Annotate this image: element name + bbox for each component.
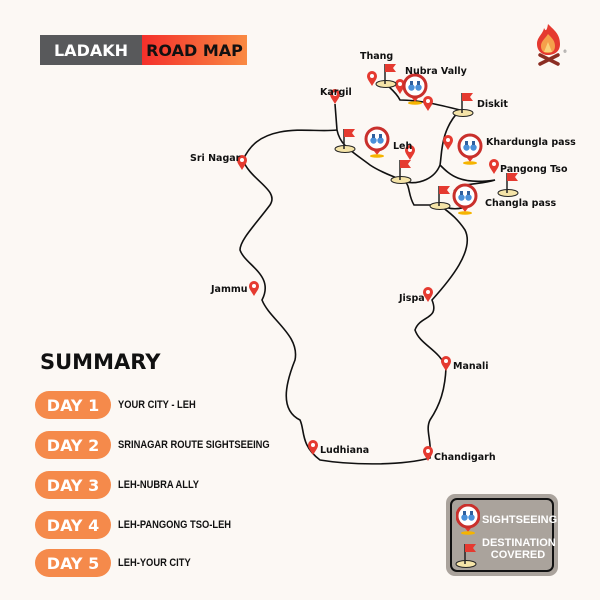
pin-thang[interactable] xyxy=(367,71,377,86)
flag-thang xyxy=(375,63,397,89)
sightseeing-khardungla-icon xyxy=(457,133,483,167)
pin-ludhiana[interactable] xyxy=(308,440,318,455)
label-pangong: Pangong Tso xyxy=(500,164,568,175)
day-text: LEH-PANGONG TSO-LEH xyxy=(118,519,232,531)
pin-manali[interactable] xyxy=(441,356,451,371)
day-item: DAY 1 YOUR CITY - LEH xyxy=(35,391,209,419)
label-srinagar: Sri Nagar xyxy=(190,153,241,164)
day-item: DAY 5 LEH-YOUR CITY xyxy=(35,549,204,577)
sightseeing-changla-icon xyxy=(452,183,478,217)
label-thang: Thang xyxy=(360,51,394,62)
title-banner: LADAKH ROAD MAP xyxy=(40,35,247,65)
label-leh: Leh xyxy=(393,141,413,152)
flag-pangong xyxy=(497,172,519,198)
legend: SIGHTSEEING DESTINATION COVERED xyxy=(446,494,558,576)
pin-pangong[interactable] xyxy=(489,159,499,174)
label-nubra: Nubra Vally xyxy=(405,66,467,77)
day-item: DAY 4 LEH-PANGONG TSO-LEH xyxy=(35,511,251,539)
sightseeing-leh-icon xyxy=(364,126,390,160)
label-jispa: Jispa xyxy=(399,293,425,304)
day-item: DAY 3 LEH-NUBRA ALLY xyxy=(35,471,213,499)
day-text: LEH-NUBRA ALLY xyxy=(118,479,200,491)
summary-title: SUMMARY xyxy=(40,350,161,374)
day-badge: DAY 1 xyxy=(35,391,111,419)
title-ladakh: LADAKH xyxy=(40,35,142,65)
day-badge: DAY 3 xyxy=(35,471,111,499)
day-badge: DAY 5 xyxy=(35,549,111,577)
day-badge: DAY 2 xyxy=(35,431,111,459)
label-kargil: Kargil xyxy=(320,87,352,98)
day-text: SRINAGAR ROUTE SIGHTSEEING xyxy=(118,439,270,451)
legend-destination: DESTINATION COVERED xyxy=(482,537,556,561)
label-chandigarh: Chandigarh xyxy=(434,452,496,463)
svg-text:®: ® xyxy=(563,49,567,54)
label-jammu: Jammu xyxy=(211,284,248,295)
flag-leh xyxy=(390,159,412,185)
day-text: YOUR CITY - LEH xyxy=(118,399,196,411)
label-changla: Changla pass xyxy=(485,198,557,209)
day-text: LEH-YOUR CITY xyxy=(118,557,191,569)
flag-diskit xyxy=(452,92,474,118)
label-manali: Manali xyxy=(453,361,489,372)
title-road-map: ROAD MAP xyxy=(142,35,247,65)
day-badge: DAY 4 xyxy=(35,511,111,539)
pin-khardungla[interactable] xyxy=(443,135,453,150)
flag-changla xyxy=(429,185,451,211)
label-ludhiana: Ludhiana xyxy=(320,445,370,456)
destination-flag-icon xyxy=(455,543,477,569)
campfire-logo-icon: ® xyxy=(537,24,567,66)
sightseeing-icon xyxy=(456,504,480,537)
day-item: DAY 2 SRINAGAR ROUTE SIGHTSEEING xyxy=(35,431,296,459)
legend-sightseeing: SIGHTSEEING xyxy=(482,514,558,526)
label-khardungla: Khardungla pass xyxy=(486,137,576,148)
pin-jammu[interactable] xyxy=(249,281,259,296)
label-diskit: Diskit xyxy=(477,99,508,110)
pin-nubra-2[interactable] xyxy=(423,96,433,111)
